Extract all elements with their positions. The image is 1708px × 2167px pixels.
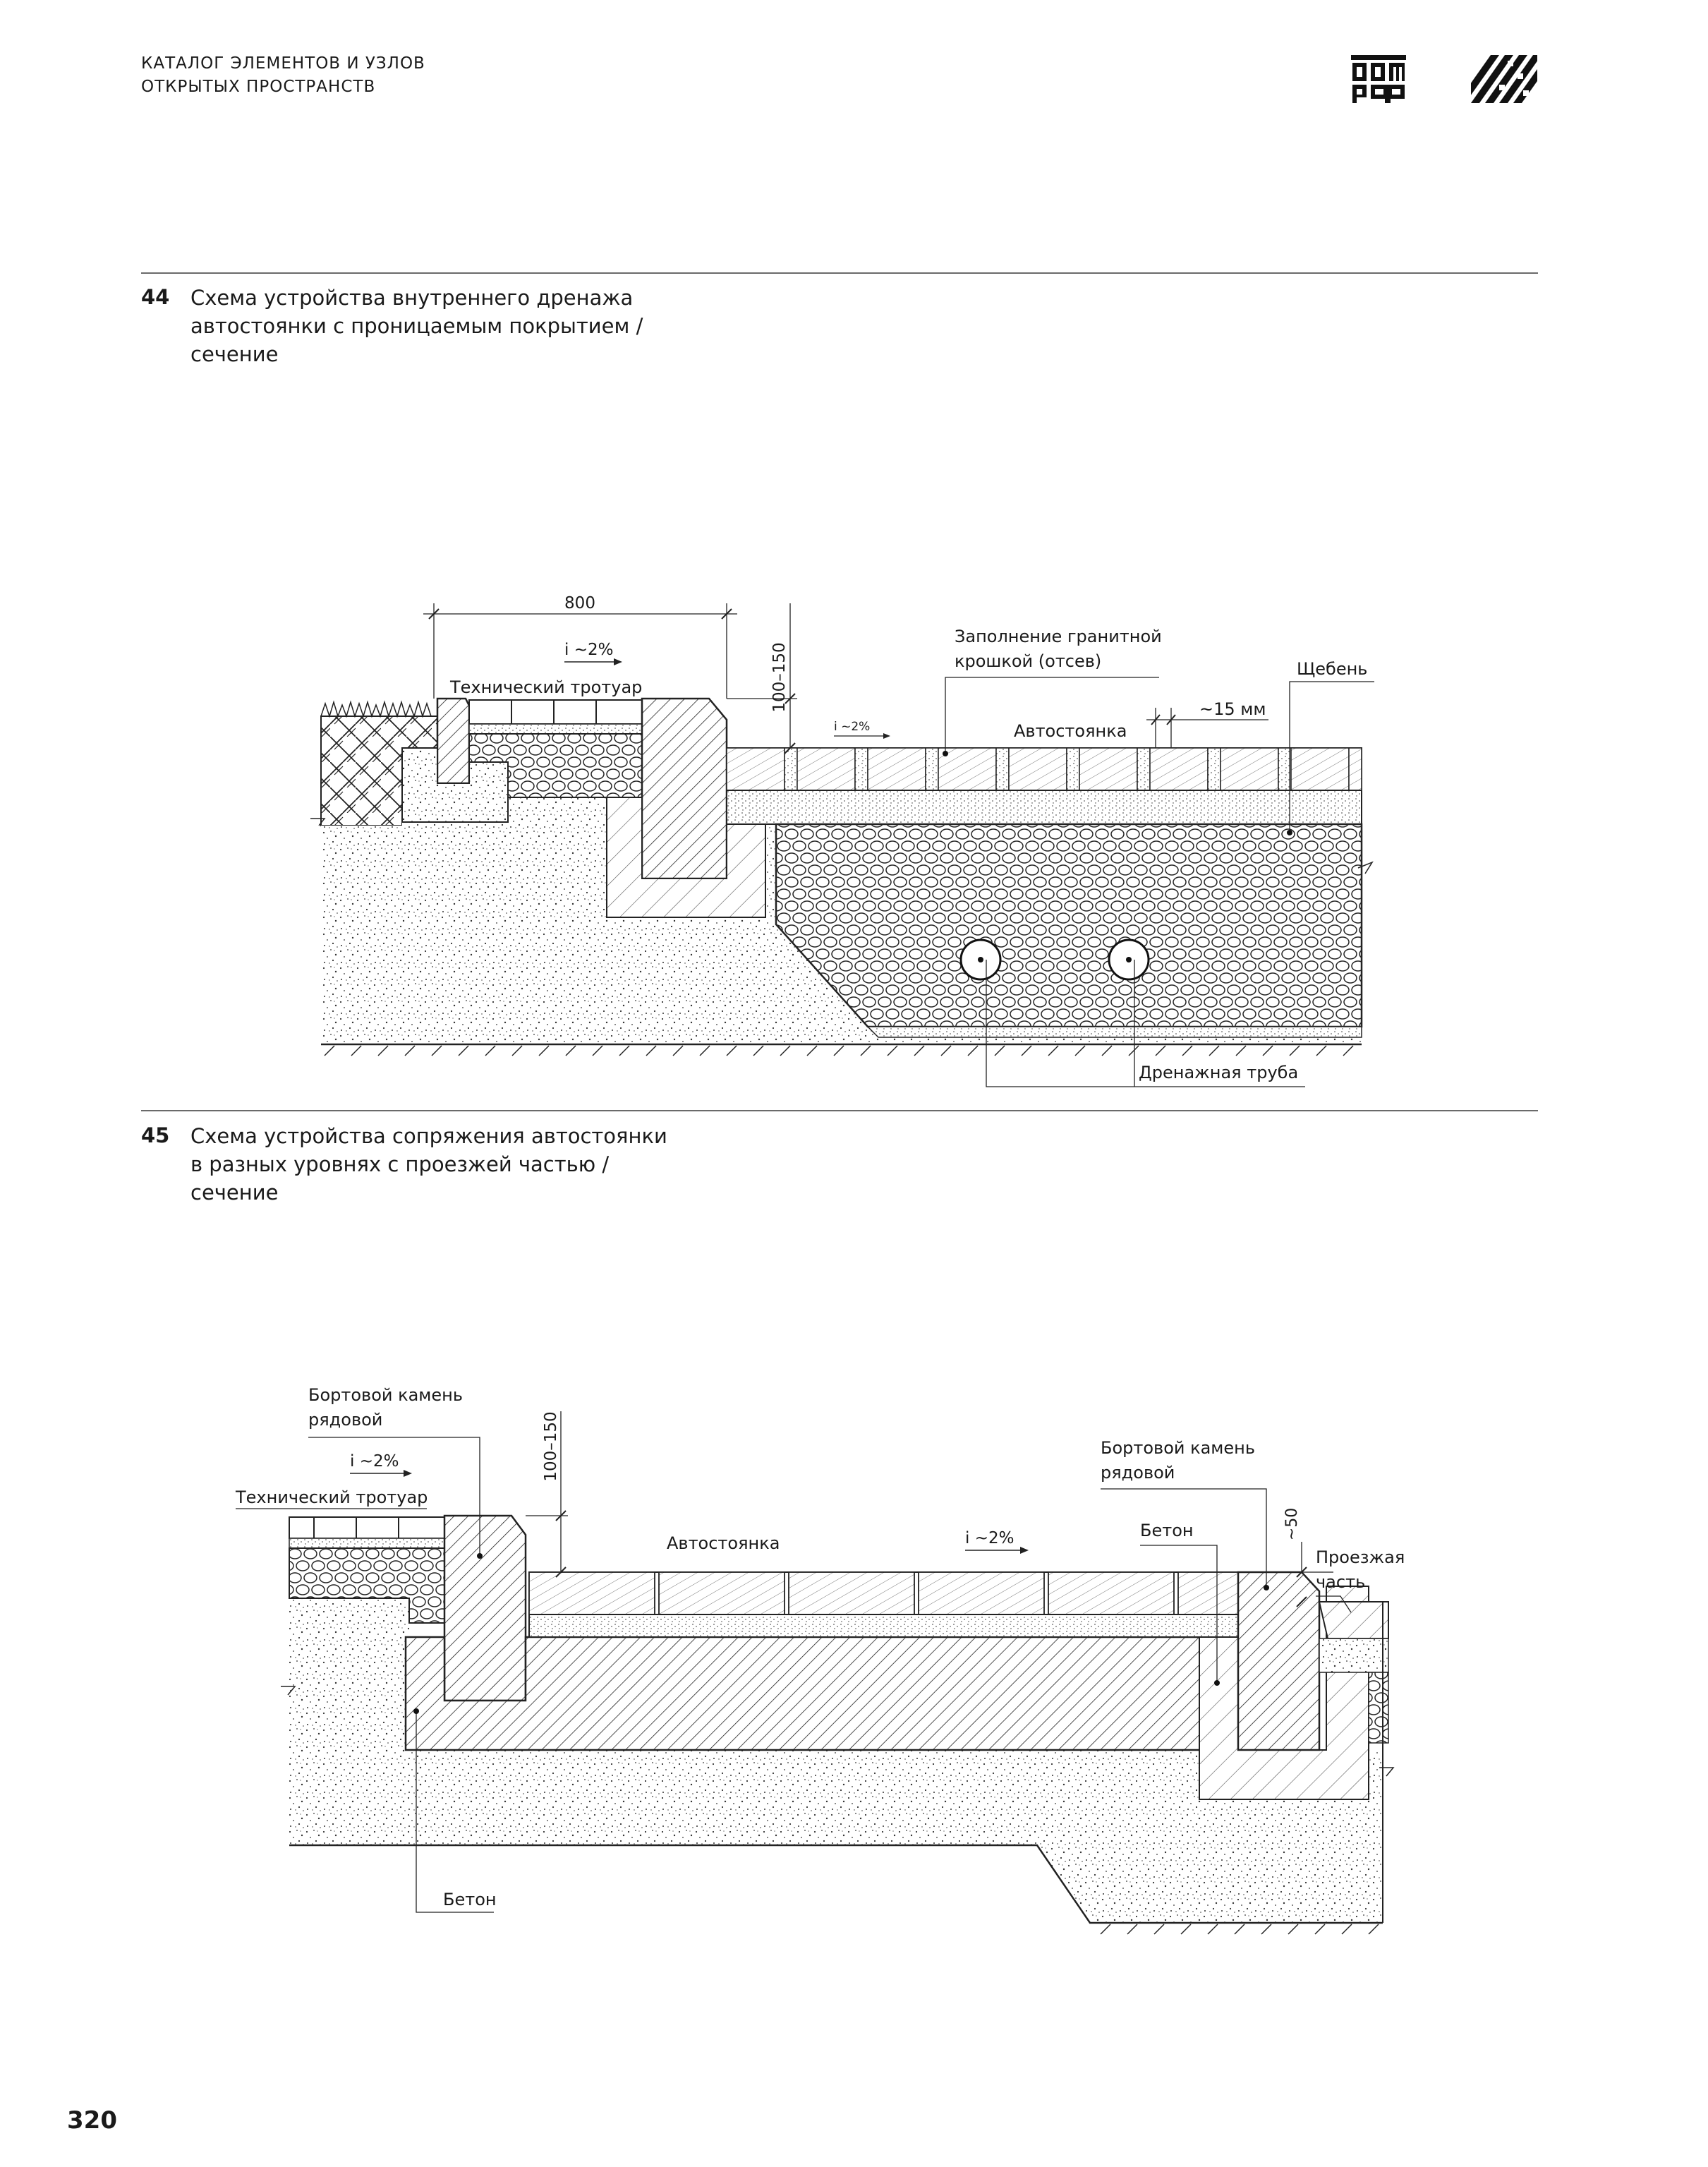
section-44-divider: [141, 272, 1538, 274]
dim-100-150-label-45: 100–150: [542, 1411, 560, 1481]
curb-right-label-1: Бортовой камень: [1101, 1438, 1255, 1458]
section-45-title: Схема устройства сопряжения автостоянки …: [190, 1122, 825, 1207]
gravel-label-44: Щебень: [1297, 659, 1367, 679]
roadway-label-2: часть: [1316, 1572, 1365, 1592]
roadway-label-1: Проезжая: [1316, 1547, 1405, 1567]
slope-label-45-mid: i ~2%: [965, 1529, 1014, 1547]
concrete-label-top: Бетон: [1140, 1521, 1194, 1540]
slope-label-44-top: i ~2%: [564, 641, 613, 659]
curb-left-label-2: рядовой: [308, 1410, 382, 1430]
granite-fill-label-2: крошкой (отсев): [955, 651, 1101, 671]
header-line-2: ОТКРЫТЫХ ПРОСТРАНСТВ: [141, 78, 376, 96]
catalog-header: КАТАЛОГ ЭЛЕМЕНТОВ И УЗЛОВ ОТКРЫТЫХ ПРОСТ…: [141, 52, 425, 99]
curb-left-label-1: Бортовой камень: [308, 1385, 463, 1405]
section-45-title-line-2: в разных уровнях с проезжей частью /: [190, 1152, 610, 1176]
drawing-45: Бортовой камень рядовой i ~2% Технически…: [235, 1385, 1405, 1935]
header-line-1: КАТАЛОГ ЭЛЕМЕНТОВ И УЗЛОВ: [141, 54, 425, 73]
parking-label-45: Автостоянка: [667, 1533, 780, 1553]
section-45-title-line-1: Схема устройства сопряжения автостоянки: [190, 1124, 667, 1148]
section-44-title-line-2: автостоянки с проницаемым покрытием /: [190, 314, 643, 338]
section-44-title: Схема устройства внутреннего дренажа авт…: [190, 284, 825, 368]
page-number: 320: [67, 2106, 117, 2135]
dom-rf-logo: [1351, 55, 1406, 103]
drawing-44: 800 100–150 i ~2% Технический тротуар i …: [310, 594, 1374, 1087]
section-44-number: 44: [141, 285, 170, 309]
section-45-title-line-3: сечение: [190, 1181, 279, 1205]
curb-right-label-2: рядовой: [1101, 1463, 1175, 1483]
section-44-title-line-3: сечение: [190, 342, 279, 366]
gap-label-44: ~15 мм: [1199, 699, 1266, 719]
parking-pavers-45: [528, 1571, 1239, 1615]
granite-fill-label-1: Заполнение гранитной: [955, 627, 1162, 646]
section-45-divider: [141, 1110, 1538, 1111]
section-44-title-line-1: Схема устройства внутреннего дренажа: [190, 286, 634, 310]
tech-sidewalk-label-45: Технический тротуар: [235, 1487, 428, 1507]
drain-pipe-label: Дренажная труба: [1139, 1063, 1298, 1082]
concrete-label-bottom: Бетон: [443, 1890, 497, 1909]
slope-label-45-left: i ~2%: [350, 1452, 399, 1471]
parking-pavers-44: [726, 747, 1362, 791]
dim-800-label: 800: [564, 594, 595, 612]
slope-label-44-small: i ~2%: [834, 720, 870, 734]
section-45-number: 45: [141, 1123, 170, 1147]
pattern-logo: [1471, 55, 1537, 103]
parking-label-44: Автостоянка: [1014, 721, 1127, 741]
tech-sidewalk-label-44: Технический тротуар: [449, 677, 642, 697]
dim-50-label: ~50: [1283, 1508, 1301, 1540]
dim-100-150-label-44: 100–150: [770, 642, 789, 712]
